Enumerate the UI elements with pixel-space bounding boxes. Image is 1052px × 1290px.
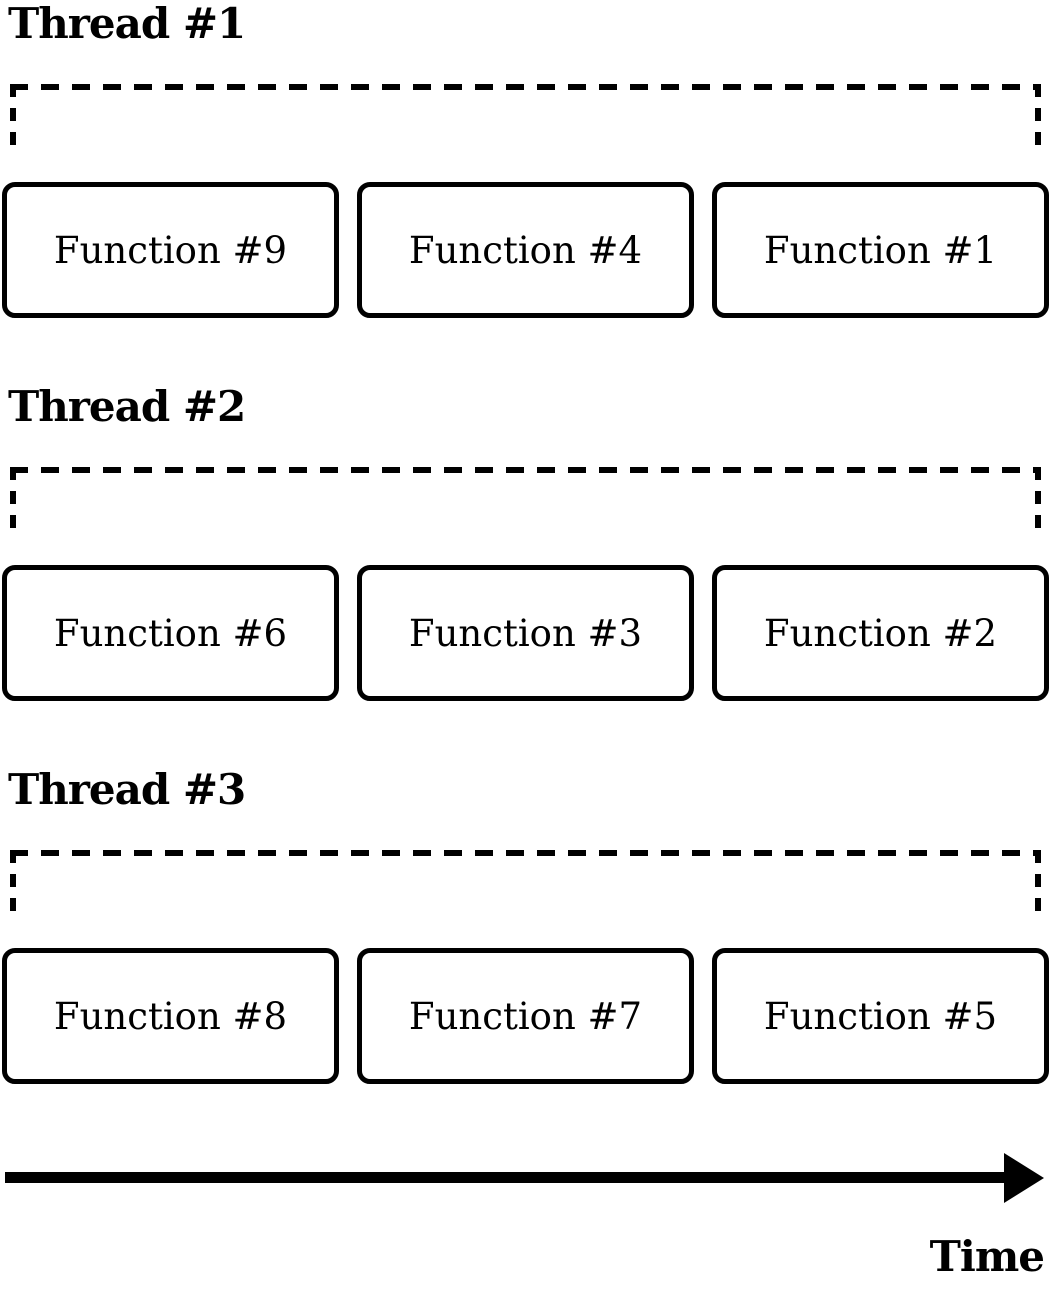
function-6-label: Function #6 [53,611,288,655]
time-axis-arrowhead-icon [1004,1153,1044,1203]
thread-3-label: Thread #3 [8,765,246,814]
function-7-label: Function #7 [408,994,643,1038]
thread-1-section: Thread #1 Function #9 Function #4 Functi… [0,0,1052,383]
thread-2-label: Thread #2 [8,382,246,431]
function-6-box: Function #6 [2,565,339,701]
thread-2-lifetime-bracket [10,467,1041,529]
function-7-box: Function #7 [357,948,694,1084]
thread-1-label: Thread #1 [8,0,246,48]
function-2-box: Function #2 [712,565,1049,701]
function-8-label: Function #8 [53,994,288,1038]
thread-1-lifetime-bracket [10,84,1041,146]
function-4-label: Function #4 [408,228,643,272]
function-9-box: Function #9 [2,182,339,318]
function-3-box: Function #3 [357,565,694,701]
function-3-label: Function #3 [408,611,643,655]
function-1-box: Function #1 [712,182,1049,318]
thread-2-function-row: Function #6 Function #3 Function #2 [0,565,1052,701]
thread-3-section: Thread #3 Function #8 Function #7 Functi… [0,765,1052,1149]
function-2-label: Function #2 [763,611,998,655]
thread-3-function-row: Function #8 Function #7 Function #5 [0,948,1052,1084]
function-5-label: Function #5 [763,994,998,1038]
function-4-box: Function #4 [357,182,694,318]
thread-3-lifetime-bracket [10,850,1041,912]
function-5-box: Function #5 [712,948,1049,1084]
time-axis-arrow-shaft [5,1172,1006,1183]
time-axis-label: Time [929,1232,1045,1281]
function-8-box: Function #8 [2,948,339,1084]
thread-1-function-row: Function #9 Function #4 Function #1 [0,182,1052,318]
function-1-label: Function #1 [763,228,998,272]
function-9-label: Function #9 [53,228,288,272]
thread-2-section: Thread #2 Function #6 Function #3 Functi… [0,382,1052,766]
